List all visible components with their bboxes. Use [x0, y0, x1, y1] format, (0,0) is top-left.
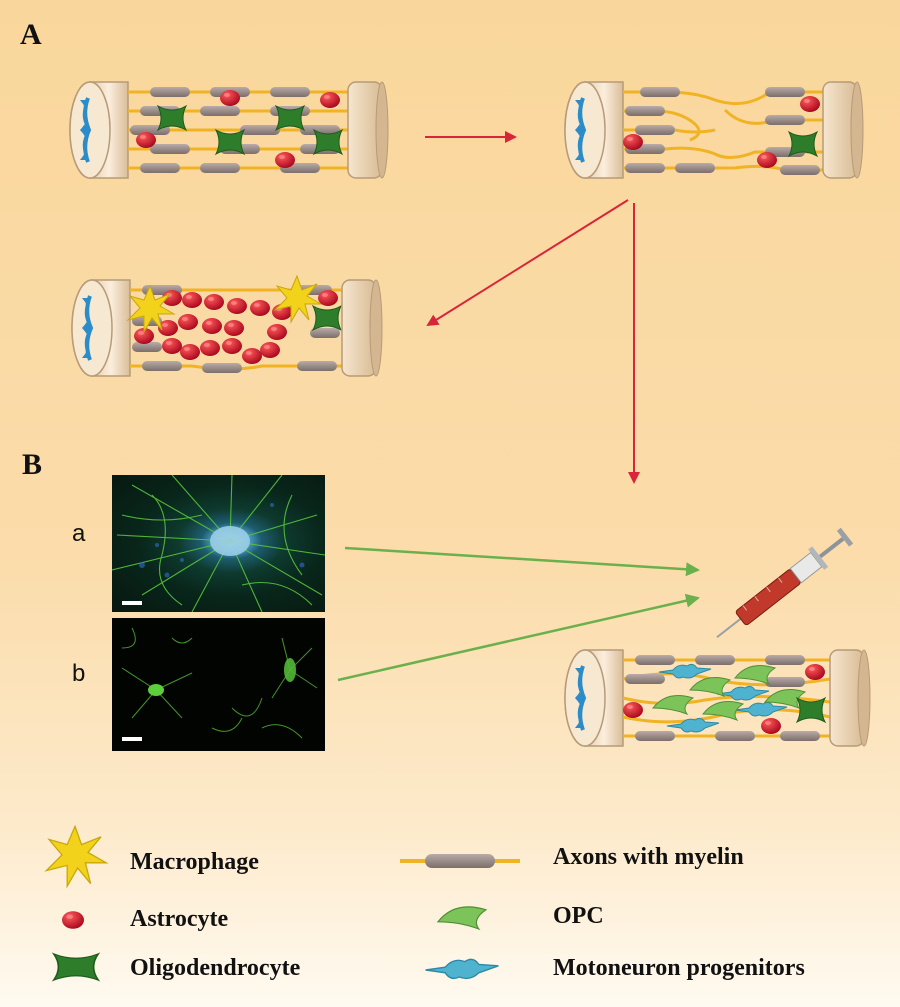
opc-icon	[438, 907, 486, 929]
syringe-icon	[709, 525, 855, 647]
arrow-injury-to-scar	[428, 200, 628, 325]
legend-opc: OPC	[553, 903, 604, 930]
arrow-image-b-to-syringe	[338, 598, 698, 680]
legend-motoneuron: Motoneuron progenitors	[553, 955, 805, 982]
image-label-a: a	[72, 520, 85, 548]
macrophage-icon	[46, 826, 106, 886]
image-label-b: b	[72, 660, 85, 688]
micrograph-a	[112, 475, 325, 612]
arrow-image-a-to-syringe	[345, 548, 698, 570]
legend-macrophage: Macrophage	[130, 849, 259, 876]
flow-arrows	[338, 137, 698, 680]
astrocyte-icon	[62, 911, 84, 929]
cylinder-healthy	[70, 82, 388, 178]
motoneuron-progenitor-icon	[426, 959, 499, 978]
cylinder-injured	[565, 82, 863, 178]
axon-myelin-icon	[400, 854, 520, 868]
legend-oligodendrocyte: Oligodendrocyte	[130, 955, 300, 982]
oligodendrocyte-icon	[54, 954, 99, 980]
legend-astrocyte: Astrocyte	[130, 906, 228, 933]
micrograph-b	[112, 618, 325, 751]
legend-axons: Axons with myelin	[553, 844, 744, 871]
cylinder-repair	[565, 650, 870, 746]
cylinder-glial-scar	[72, 276, 382, 376]
